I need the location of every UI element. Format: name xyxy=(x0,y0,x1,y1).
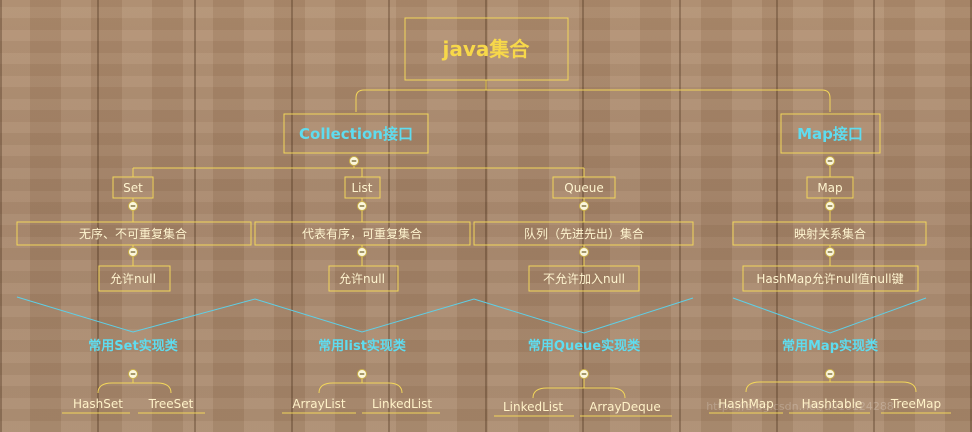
column-1-desc-toggle[interactable] xyxy=(357,247,367,257)
column-1-impl-bracket xyxy=(318,382,403,394)
column-1-impl-title: 常用list实现类 xyxy=(318,338,407,354)
column-2-desc-label: 队列（先进先出）集合 xyxy=(524,226,644,241)
column-1-type-label: List xyxy=(352,181,373,195)
column-1-null-label: 允许null xyxy=(339,271,385,286)
impl-item-hashset: HashSet xyxy=(73,397,123,411)
column-2-type-label: Queue xyxy=(564,181,603,195)
column-2-null-box xyxy=(528,265,640,292)
impl-item-treeset: TreeSet xyxy=(148,397,194,411)
column-1-desc-label: 代表有序，可重复集合 xyxy=(302,226,422,241)
watermark-text: https://blog.csdn.net/u010124288 xyxy=(706,400,894,413)
map-collapse-toggle[interactable] xyxy=(825,156,835,166)
column-3-null-label: HashMap允许null值null键 xyxy=(756,271,903,286)
column-2-impl-bracket xyxy=(532,387,626,399)
impl-item-linkedlist: LinkedList xyxy=(372,397,432,411)
column-3-type-toggle[interactable] xyxy=(825,201,835,211)
column-0-type-label: Set xyxy=(123,181,143,195)
column-0-impl-toggle[interactable] xyxy=(128,369,138,379)
column-0-impl-title: 常用Set实现类 xyxy=(88,338,178,354)
column-1-null-box xyxy=(328,265,399,292)
column-0-null-box xyxy=(98,265,171,292)
column-0-desc-label: 无序、不可重复集合 xyxy=(79,226,187,241)
column-3-null-box xyxy=(742,265,919,292)
impl-item-treemap: TreeMap xyxy=(890,397,941,411)
impl-item-hashmap: HashMap xyxy=(718,397,774,411)
column-3-desc-toggle[interactable] xyxy=(825,247,835,257)
collection-node-label: Collection接口 xyxy=(299,125,413,143)
column-3-impl-bracket xyxy=(745,381,917,393)
column-2-type-toggle[interactable] xyxy=(579,201,589,211)
collection-collapse-toggle[interactable] xyxy=(349,156,359,166)
map-node-box xyxy=(780,113,881,154)
impl-item-hashtable: Hashtable xyxy=(802,397,863,411)
impl-item-arraylist: ArrayList xyxy=(292,397,346,411)
impl-item-arraydeque: ArrayDeque xyxy=(589,400,661,414)
column-0-desc-toggle[interactable] xyxy=(128,247,138,257)
column-2-desc-toggle[interactable] xyxy=(579,247,589,257)
impl-item-linkedlist: LinkedList xyxy=(503,400,563,414)
column-3-impl-toggle[interactable] xyxy=(825,369,835,379)
column-0-impl-bracket xyxy=(97,382,172,394)
column-3-desc-label: 映射关系集合 xyxy=(794,226,866,241)
column-0-null-label: 允许null xyxy=(110,271,156,286)
column-1-impl-toggle[interactable] xyxy=(357,369,367,379)
map-node-label: Map接口 xyxy=(797,125,863,143)
column-0-desc-box xyxy=(16,221,252,246)
column-3-type-label: Map xyxy=(817,181,842,195)
root-bracket xyxy=(355,89,831,112)
column-1-type-toggle[interactable] xyxy=(357,201,367,211)
column-2-impl-title: 常用Queue实现类 xyxy=(528,338,641,354)
collection-node-box xyxy=(283,113,429,154)
zigzag-divider xyxy=(16,296,927,334)
column-2-impl-toggle[interactable] xyxy=(579,369,589,379)
column-3-impl-title: 常用Map实现类 xyxy=(782,338,879,354)
root-node-label: java集合 xyxy=(442,37,531,61)
column-2-null-label: 不允许加入null xyxy=(543,271,625,286)
column-0-type-toggle[interactable] xyxy=(128,201,138,211)
